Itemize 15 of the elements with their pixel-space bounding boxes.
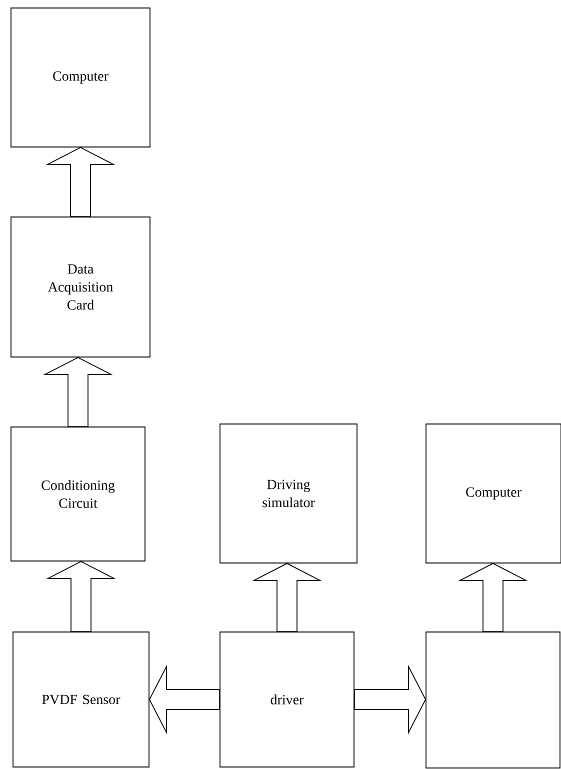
block-arrow <box>46 146 116 217</box>
process-box: Data Acquisition Card <box>10 216 150 358</box>
block-arrow <box>458 562 528 632</box>
empty-box <box>426 632 560 768</box>
process-box: driver <box>220 632 354 768</box>
block-arrow <box>43 356 113 427</box>
block-arrow <box>252 562 322 632</box>
process-box: Computer <box>426 424 561 564</box>
process-box: Conditioning Circuit <box>10 426 146 562</box>
process-box: PVDF Sensor <box>12 632 150 768</box>
block-arrow <box>354 664 426 734</box>
process-box: Driving simulator <box>220 424 358 564</box>
block-arrow <box>46 560 116 632</box>
process-box: Computer <box>10 8 150 148</box>
block-arrow <box>148 664 220 734</box>
